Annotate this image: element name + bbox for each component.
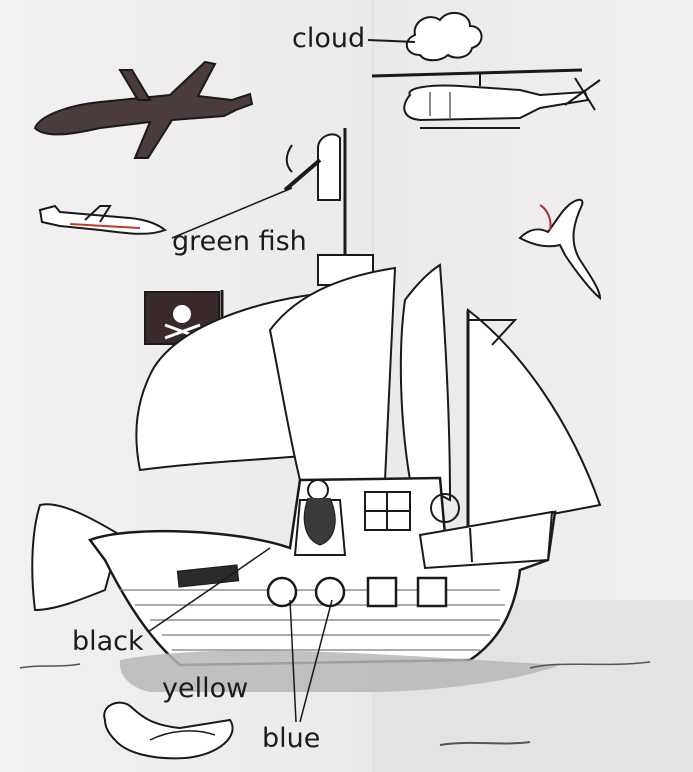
airplane-icon xyxy=(33,60,254,159)
pirate-icon xyxy=(283,128,374,286)
label-green-fish: green fish xyxy=(172,226,307,257)
label-black: black xyxy=(72,626,144,657)
water xyxy=(19,650,651,746)
pirate-flag-icon xyxy=(144,290,224,380)
label-pointers xyxy=(147,187,333,723)
duck-icon xyxy=(103,701,234,760)
pirate-ship-icon xyxy=(87,476,557,667)
helicopter-icon xyxy=(371,68,601,129)
seagull-icon xyxy=(518,198,602,301)
small-plane-icon xyxy=(38,204,167,235)
cloud-icon xyxy=(367,11,483,62)
label-yellow: yellow xyxy=(162,673,249,704)
ship-sails xyxy=(31,263,602,640)
label-cloud: cloud xyxy=(292,23,366,54)
label-blue: blue xyxy=(262,723,321,754)
